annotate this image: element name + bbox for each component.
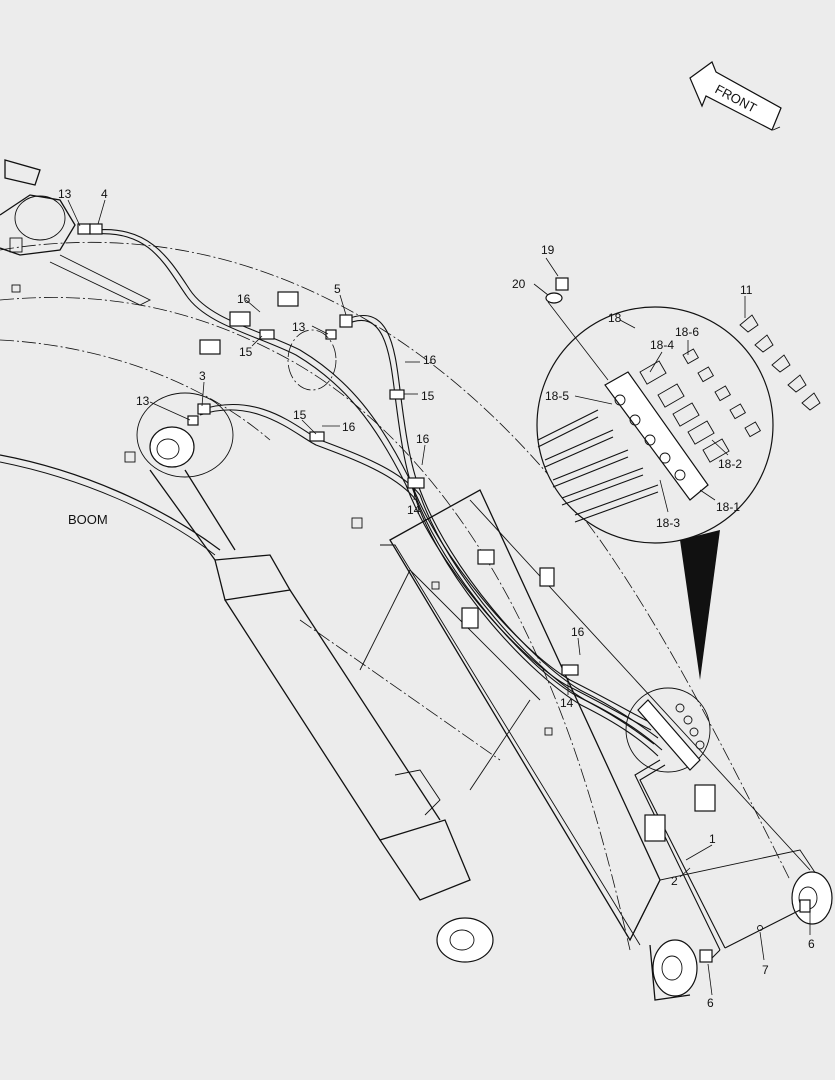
callout-16: 16 (342, 420, 356, 434)
fittings (77, 223, 811, 963)
callout-18-3: 18-3 (656, 516, 680, 530)
callout-15: 15 (293, 408, 307, 422)
callout-7: 7 (762, 963, 769, 977)
callout-14: 14 (560, 696, 574, 710)
callout-13: 13 (136, 394, 150, 408)
callout-14: 14 (407, 503, 421, 517)
boom-label: BOOM (68, 512, 108, 527)
callout-11: 11 (740, 283, 753, 297)
callout-20: 20 (512, 277, 526, 291)
callout-16: 16 (423, 353, 437, 367)
callout-2: 2 (671, 874, 678, 888)
manifold-block (625, 687, 711, 773)
front-arrow-icon (689, 61, 782, 131)
leader-lines (67, 199, 811, 996)
boom-cylinder (136, 392, 494, 963)
callout-18-1: 18-1 (716, 500, 740, 514)
callout-6: 6 (707, 996, 714, 1010)
callout-1: 1 (709, 832, 716, 846)
callout-13: 13 (58, 187, 72, 201)
callout-15: 15 (239, 345, 253, 359)
boom-outline (0, 241, 833, 1001)
callout-4: 4 (101, 187, 108, 201)
callouts: 13 4 5 16 13 15 16 15 3 13 15 16 16 14 1… (58, 187, 815, 1010)
callout-16: 16 (237, 292, 251, 306)
manifold-detail (536, 277, 821, 680)
callout-18-2: 18-2 (718, 457, 742, 471)
callout-18-6: 18-6 (675, 325, 699, 339)
callout-13: 13 (292, 320, 306, 334)
callout-18-5: 18-5 (545, 389, 569, 403)
callout-18-4: 18-4 (650, 338, 674, 352)
callout-15: 15 (421, 389, 435, 403)
callout-18: 18 (608, 311, 622, 325)
callout-3: 3 (199, 369, 206, 383)
callout-16: 16 (571, 625, 585, 639)
boom-lower-edge (0, 454, 221, 551)
callout-6: 6 (808, 937, 815, 951)
boom-foot (0, 159, 152, 306)
callout-16: 16 (416, 432, 430, 446)
callout-5: 5 (334, 282, 341, 296)
callout-19: 19 (541, 243, 555, 257)
hose-bundle (94, 229, 801, 959)
